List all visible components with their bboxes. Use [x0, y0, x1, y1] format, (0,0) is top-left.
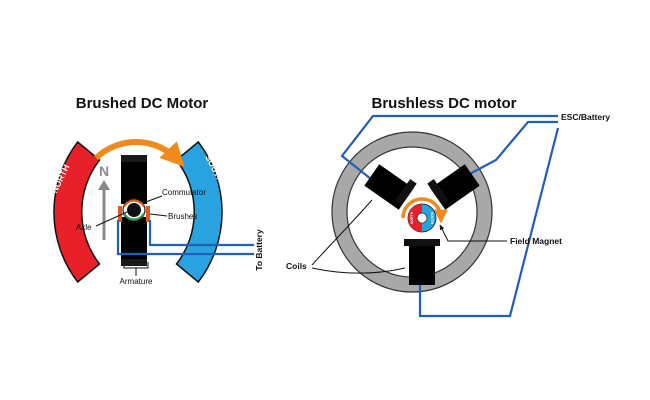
rotation-arrow [93, 139, 185, 167]
esc-wire-1 [340, 114, 558, 184]
pole-left [395, 179, 417, 205]
axle-leader [95, 211, 128, 227]
north-magnet [53, 140, 101, 284]
south-magnet [175, 140, 223, 284]
brushes-label: Brushes [168, 212, 197, 221]
axle [127, 203, 141, 217]
esc-wire-2 [461, 120, 558, 179]
n-pole-label: N [99, 163, 109, 179]
brush-left [118, 206, 122, 222]
rotor-south-label: SOUTH [430, 212, 434, 225]
rotor-north-label: NORTH [410, 211, 414, 224]
battery-wire-b [116, 220, 254, 256]
to-battery-label: To Battery [254, 229, 264, 271]
armature-bottom-cap [121, 259, 147, 266]
armature-top-cap [121, 155, 147, 162]
brushes-leader [149, 213, 168, 217]
field-magnet-leader [439, 224, 507, 242]
battery-wire-a [148, 220, 254, 247]
rotor-field-magnet: NORTH SOUTH [401, 197, 448, 233]
field-magnet-label: Field Magnet [510, 236, 562, 246]
esc-wire-3 [418, 127, 560, 318]
coils-label: Coils [286, 261, 307, 271]
brush-right [146, 206, 150, 222]
brushless-motor: Brushless DC motor NORTH SOUTH ESC/Batte… [286, 95, 610, 318]
commutator-label: Commutator [162, 188, 206, 197]
up-arrow-icon [98, 180, 110, 240]
armature-top-coil [121, 162, 147, 204]
axle-label: Axle [76, 223, 92, 232]
brushed-title: Brushed DC Motor [76, 95, 209, 112]
brushed-motor: Brushed DC Motor NORTH SOUTH N To Batt [49, 95, 264, 286]
coils-leader-1 [311, 199, 373, 266]
pole-bottom [404, 239, 440, 246]
armature-label: Armature [120, 277, 153, 286]
commutator-leader [142, 195, 163, 204]
pole-right [427, 179, 449, 205]
armature-bottom-coil [121, 217, 147, 259]
stator-coil-bottom [409, 243, 435, 285]
brushless-title: Brushless DC motor [371, 95, 516, 112]
esc-battery-label: ESC/Battery [561, 112, 610, 122]
coils-leader-2 [311, 267, 406, 274]
